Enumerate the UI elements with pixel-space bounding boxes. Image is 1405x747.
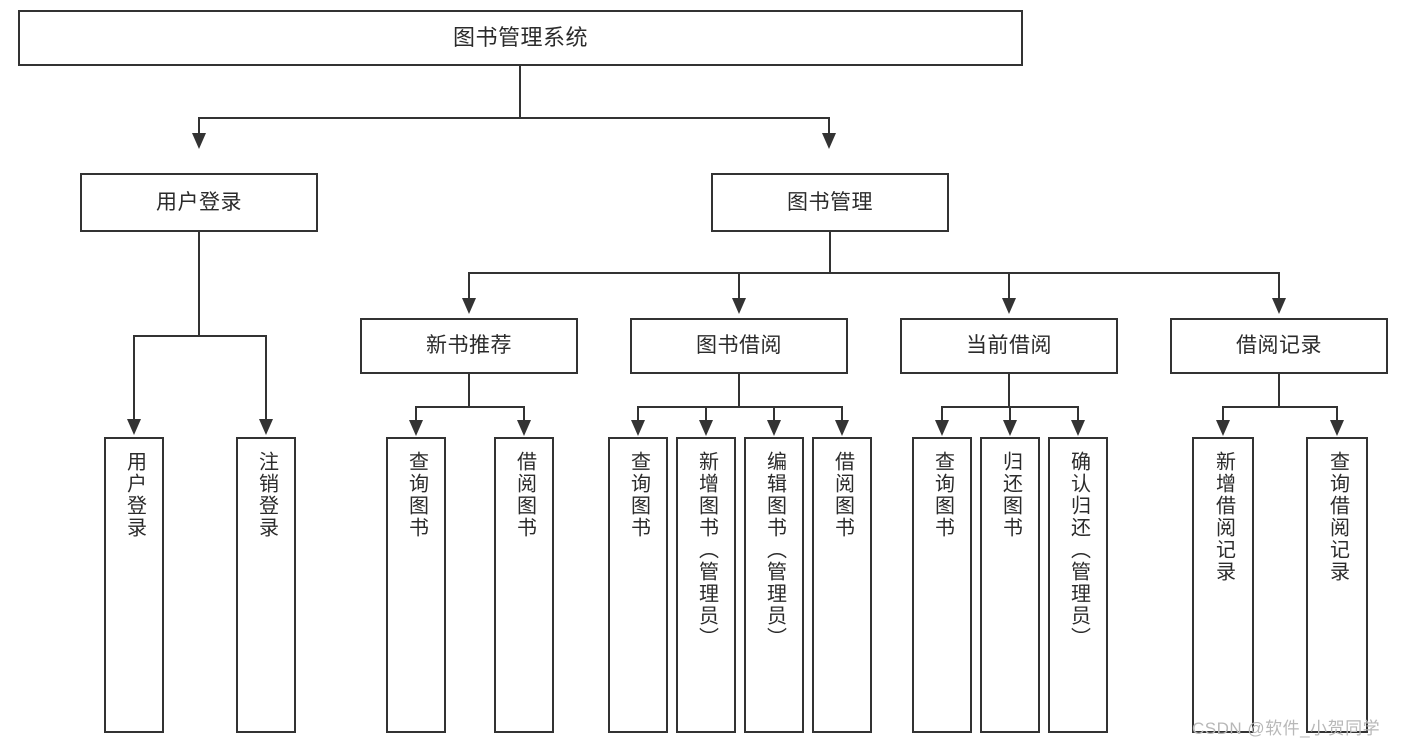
connector-user-login-bus — [133, 335, 267, 337]
arrowhead-current-borrow-leaf-1 — [935, 420, 949, 436]
arrowhead-to-book-manage — [822, 133, 836, 149]
connector-borrow-record-drop-2 — [1336, 406, 1338, 422]
arrowhead-to-new-book-rec — [462, 298, 476, 314]
arrowhead-borrow-record-leaf-1 — [1216, 420, 1230, 436]
node-book-borrow[interactable]: 图书借阅 — [630, 318, 848, 374]
arrowhead-to-current-borrow — [1002, 298, 1016, 314]
connector-user-login-drop-1 — [133, 335, 135, 421]
connector-current-borrow-drop-2 — [1009, 406, 1011, 422]
node-label: 用户登录 — [123, 451, 146, 539]
arrowhead-borrow-record-leaf-2 — [1330, 420, 1344, 436]
leaf-current-borrow-return[interactable]: 归还图书 — [980, 437, 1040, 733]
connector-level3-drop-4 — [1278, 272, 1280, 300]
leaf-book-borrow-add[interactable]: 新增图书（管理员） — [676, 437, 736, 733]
node-label: 查询图书 — [405, 451, 428, 539]
arrowhead-new-book-rec-leaf-2 — [517, 420, 531, 436]
arrowhead-book-borrow-leaf-2 — [699, 420, 713, 436]
leaf-user-login-logout[interactable]: 注销登录 — [236, 437, 296, 733]
arrowhead-to-borrow-record — [1272, 298, 1286, 314]
leaf-user-login-login[interactable]: 用户登录 — [104, 437, 164, 733]
node-label: 新增图书（管理员） — [695, 451, 718, 649]
connector-current-borrow-drop-1 — [941, 406, 943, 422]
leaf-book-borrow-borrow[interactable]: 借阅图书 — [812, 437, 872, 733]
connector-new-book-rec-drop-1 — [415, 406, 417, 422]
node-label: 查询图书 — [931, 451, 954, 539]
node-label: 编辑图书（管理员） — [763, 451, 786, 649]
node-label: 新书推荐 — [426, 334, 512, 358]
connector-book-borrow-drop-2 — [705, 406, 707, 422]
node-user-login[interactable]: 用户登录 — [80, 173, 318, 232]
connector-level2-drop-left — [198, 117, 200, 135]
connector-book-borrow-drop-3 — [773, 406, 775, 422]
leaf-book-borrow-query[interactable]: 查询图书 — [608, 437, 668, 733]
connector-new-book-rec-stem — [468, 374, 470, 407]
connector-level2-drop-right — [828, 117, 830, 135]
node-label: 查询借阅记录 — [1326, 451, 1349, 583]
node-label: 图书管理 — [787, 190, 873, 214]
leaf-borrow-record-add[interactable]: 新增借阅记录 — [1192, 437, 1254, 733]
connector-user-login-drop-2 — [265, 335, 267, 421]
connector-new-book-rec-bus — [415, 406, 525, 408]
connector-level2-bus — [198, 117, 830, 119]
node-label: 归还图书 — [999, 451, 1022, 539]
connector-current-borrow-stem — [1008, 374, 1010, 407]
arrowhead-to-user-login — [192, 133, 206, 149]
node-label: 借阅记录 — [1236, 334, 1322, 358]
arrowhead-book-borrow-leaf-1 — [631, 420, 645, 436]
node-new-book-recommend[interactable]: 新书推荐 — [360, 318, 578, 374]
node-label: 借阅图书 — [513, 451, 536, 539]
node-label: 新增借阅记录 — [1212, 451, 1235, 583]
connector-level3-drop-2 — [738, 272, 740, 300]
arrowhead-to-book-borrow — [732, 298, 746, 314]
connector-borrow-record-bus — [1222, 406, 1338, 408]
node-label: 当前借阅 — [966, 334, 1052, 358]
node-root-system[interactable]: 图书管理系统 — [18, 10, 1023, 66]
connector-current-borrow-drop-3 — [1077, 406, 1079, 422]
node-label: 注销登录 — [255, 451, 278, 539]
leaf-borrow-record-query[interactable]: 查询借阅记录 — [1306, 437, 1368, 733]
leaf-new-book-rec-borrow[interactable]: 借阅图书 — [494, 437, 554, 733]
connector-level3-bus — [468, 272, 1280, 274]
arrowhead-current-borrow-leaf-2 — [1003, 420, 1017, 436]
connector-book-borrow-bus — [637, 406, 843, 408]
node-current-borrow[interactable]: 当前借阅 — [900, 318, 1118, 374]
node-label: 图书管理系统 — [452, 24, 588, 50]
connector-book-borrow-drop-4 — [841, 406, 843, 422]
node-borrow-record[interactable]: 借阅记录 — [1170, 318, 1388, 374]
node-book-management[interactable]: 图书管理 — [711, 173, 949, 232]
connector-root-stem — [519, 66, 521, 118]
arrowhead-current-borrow-leaf-3 — [1071, 420, 1085, 436]
node-label: 确认归还（管理员） — [1067, 451, 1090, 649]
connector-new-book-rec-drop-2 — [523, 406, 525, 422]
watermark-csdn: CSDN @软件_小贺同学 — [1192, 719, 1381, 738]
leaf-new-book-rec-query[interactable]: 查询图书 — [386, 437, 446, 733]
node-label: 图书借阅 — [696, 334, 782, 358]
arrowhead-user-login-leaf-1 — [127, 419, 141, 435]
leaf-current-borrow-query[interactable]: 查询图书 — [912, 437, 972, 733]
arrowhead-book-borrow-leaf-3 — [767, 420, 781, 436]
arrowhead-user-login-leaf-2 — [259, 419, 273, 435]
connector-user-login-stem — [198, 232, 200, 336]
connector-book-borrow-drop-1 — [637, 406, 639, 422]
node-label: 用户登录 — [156, 190, 242, 214]
connector-level3-drop-1 — [468, 272, 470, 300]
arrowhead-new-book-rec-leaf-1 — [409, 420, 423, 436]
leaf-book-borrow-edit[interactable]: 编辑图书（管理员） — [744, 437, 804, 733]
node-label: 查询图书 — [627, 451, 650, 539]
leaf-current-borrow-confirm[interactable]: 确认归还（管理员） — [1048, 437, 1108, 733]
connector-book-borrow-stem — [738, 374, 740, 407]
arrowhead-book-borrow-leaf-4 — [835, 420, 849, 436]
connector-level3-drop-3 — [1008, 272, 1010, 300]
connector-book-manage-stem — [829, 232, 831, 273]
connector-borrow-record-drop-1 — [1222, 406, 1224, 422]
connector-borrow-record-stem — [1278, 374, 1280, 407]
node-label: 借阅图书 — [831, 451, 854, 539]
